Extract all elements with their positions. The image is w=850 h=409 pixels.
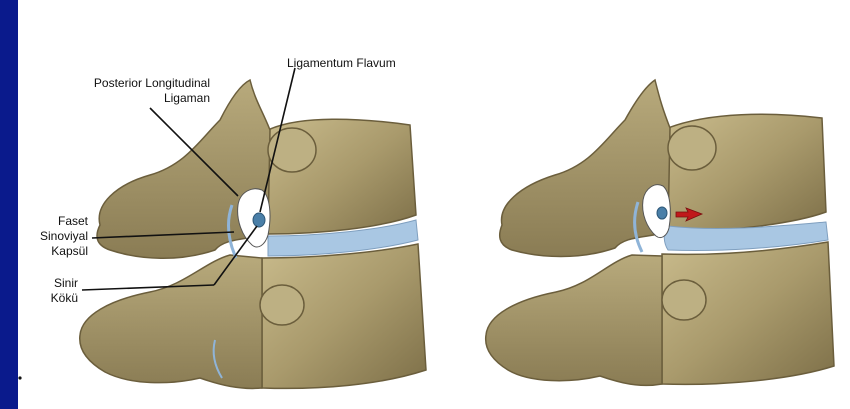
bullet-mark <box>18 376 21 379</box>
lower-posterior-elements <box>80 255 262 388</box>
nerve-root <box>253 213 265 227</box>
label-sinir-koku: Sinir Kökü <box>22 276 78 306</box>
compressed-nerve-root <box>657 207 667 219</box>
label-faset-sinoviyal-kapsul: Faset Sinoviyal Kapsül <box>22 214 88 259</box>
lower-facet-right <box>662 280 706 320</box>
lower-posterior-elements-right <box>486 255 662 385</box>
upper-posterior-elements-right <box>500 80 670 257</box>
normal-spine-segment <box>80 80 426 388</box>
upper-facet-right <box>668 126 716 170</box>
degenerated-spine-segment <box>486 80 834 385</box>
label-posterior-longitudinal: Posterior Longitudinal Ligaman <box>60 76 210 106</box>
lower-facet <box>260 285 304 325</box>
label-ligamentum-flavum: Ligamentum Flavum <box>287 56 396 71</box>
